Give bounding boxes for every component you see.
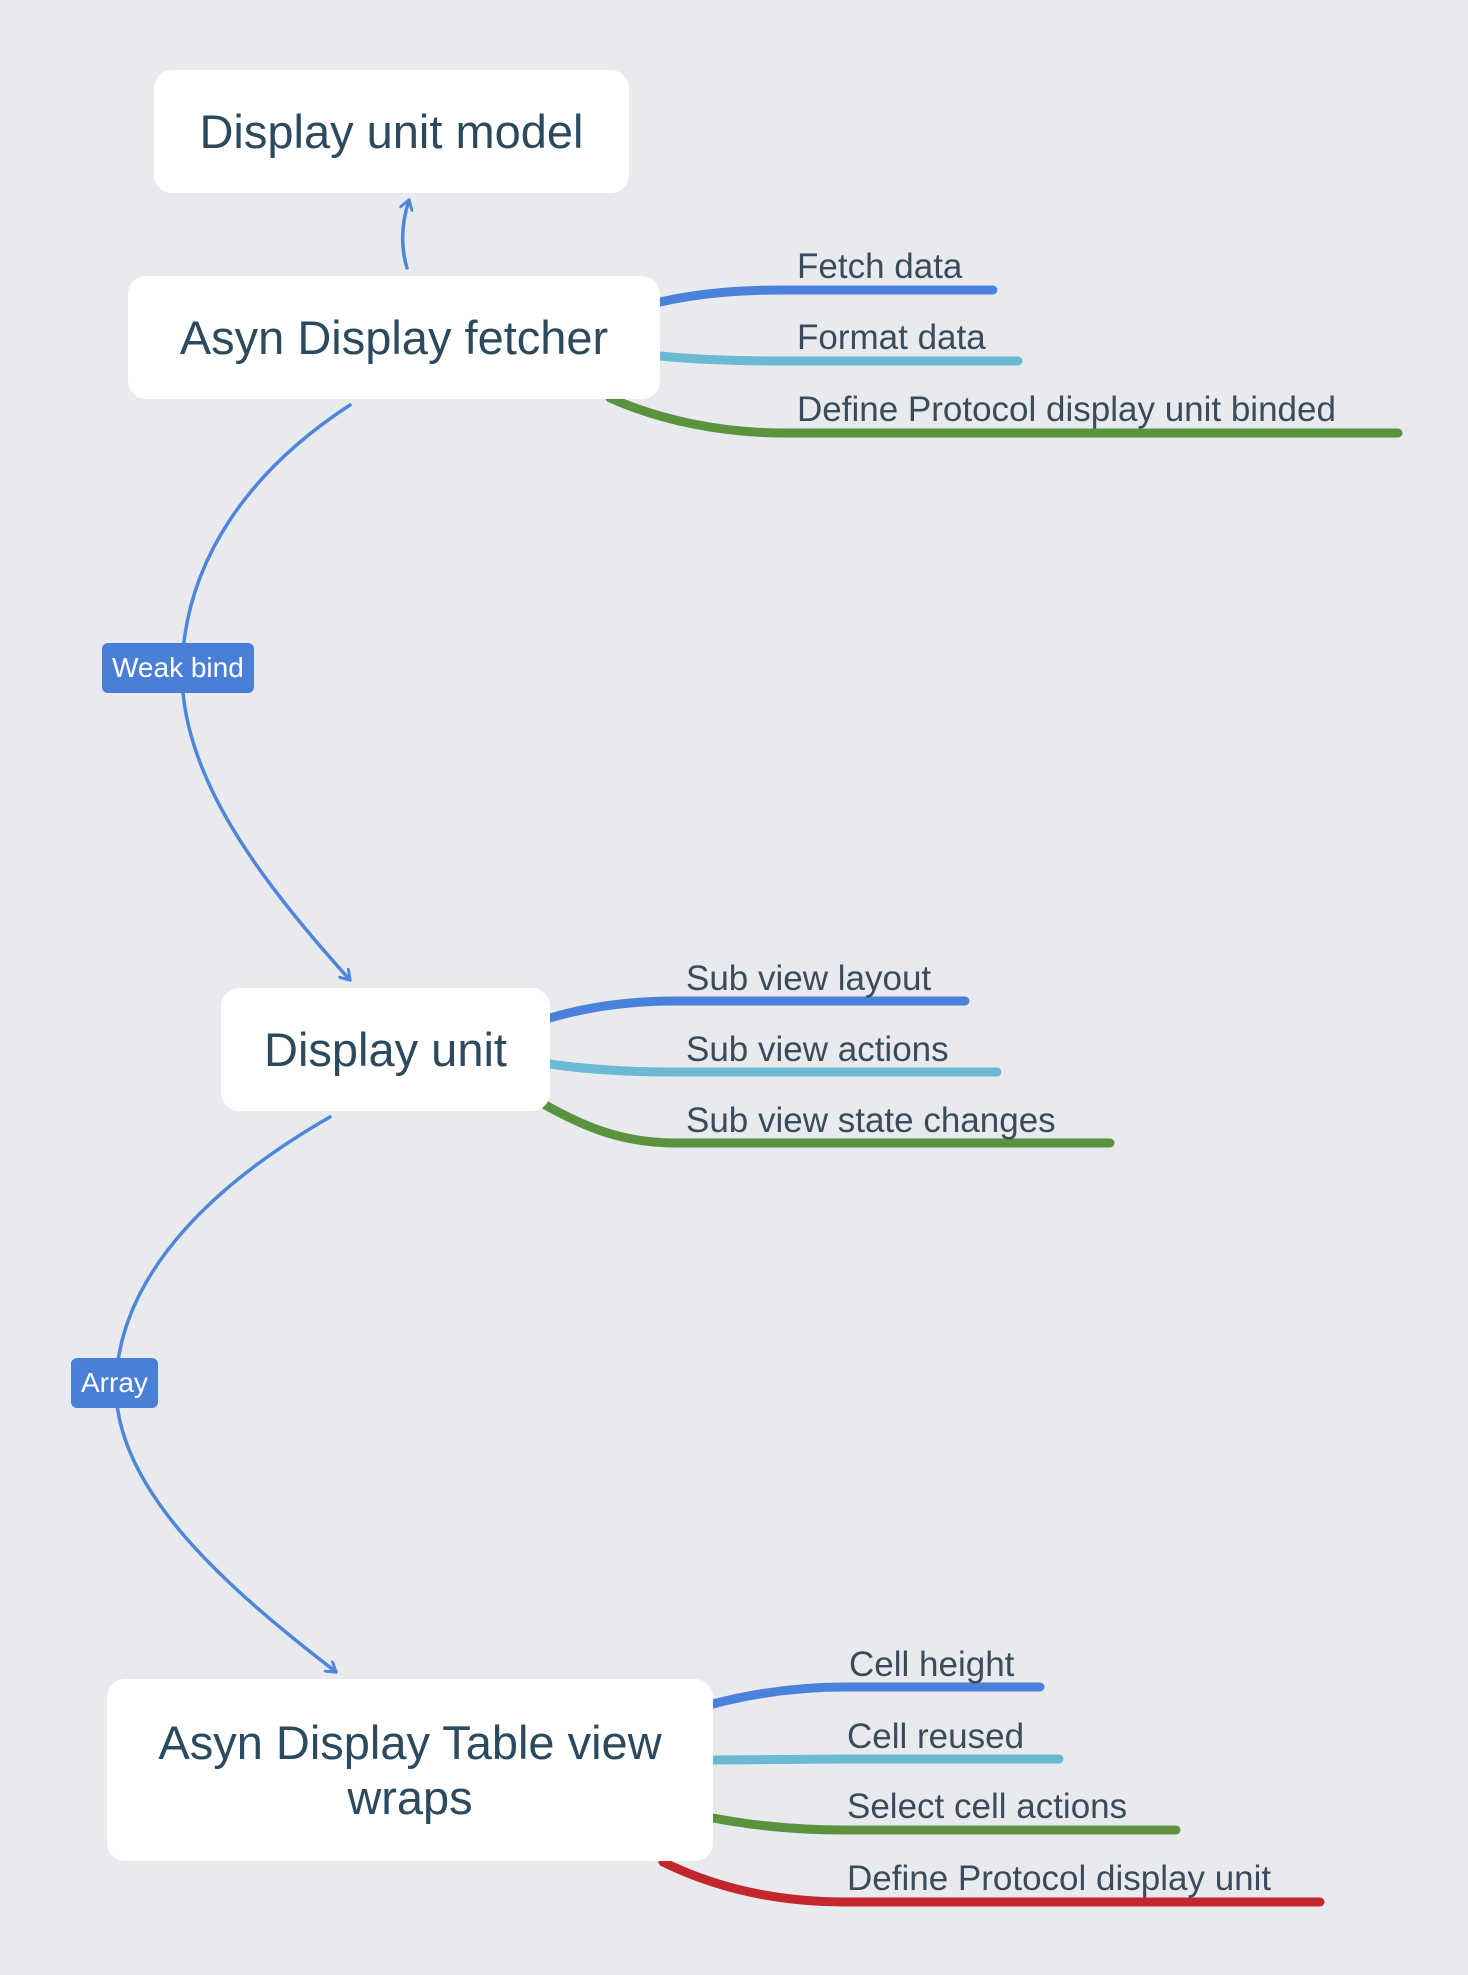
branch-fetch-data[interactable]: Fetch data (797, 247, 963, 286)
branch-cell-reused[interactable]: Cell reused (847, 1717, 1025, 1756)
branch-line-cell-reused (708, 1754, 1064, 1765)
array-connector (114, 1115, 332, 1385)
branch-line-sub-view-layout (545, 996, 970, 1023)
branch-line-select-cell-actions (708, 1813, 1181, 1835)
branch-define-protocol[interactable]: Define Protocol display unit (847, 1859, 1272, 1898)
fetcher-to-model-connector (403, 198, 409, 270)
node-asyn-display-table-view-wraps-label: Asyn Display Table view wraps (158, 1715, 662, 1824)
branch-line-define-protocol (658, 1857, 1325, 1907)
weak-bind-connector (180, 403, 352, 670)
node-display-unit-label: Display unit (264, 1022, 507, 1076)
weak-bind-badge: Weak bind (102, 643, 254, 693)
node-asyn-display-table-view-wraps[interactable]: Asyn Display Table view wraps (107, 1679, 713, 1861)
node-asyn-display-fetcher-label: Asyn Display fetcher (179, 310, 609, 364)
weak-bind-badge-text: Weak bind (112, 652, 244, 683)
branch-cell-height[interactable]: Cell height (849, 1645, 1015, 1684)
branch-define-protocol-binded[interactable]: Define Protocol display unit binded (797, 390, 1336, 429)
branch-format-data[interactable]: Format data (797, 318, 986, 357)
branch-select-cell-actions[interactable]: Select cell actions (847, 1787, 1128, 1826)
branch-line-cell-height (708, 1682, 1045, 1709)
node-asyn-display-fetcher[interactable]: Asyn Display fetcher (128, 276, 660, 399)
branch-line-sub-view-actions (545, 1059, 1002, 1077)
array-connector-lower (114, 1381, 338, 1674)
branch-sub-view-layout[interactable]: Sub view layout (686, 959, 932, 998)
node-display-unit[interactable]: Display unit (221, 988, 550, 1111)
array-badge-text: Array (81, 1367, 148, 1398)
branch-line-sub-view-state-changes (535, 1097, 1115, 1148)
weak-bind-connector-lower (180, 666, 352, 982)
array-badge: Array (71, 1358, 158, 1408)
branch-sub-view-actions[interactable]: Sub view actions (686, 1030, 949, 1069)
branch-line-fetch-data (655, 285, 998, 307)
branch-line-define-protocol-binded (605, 393, 1403, 438)
node-display-unit-model[interactable]: Display unit model (154, 70, 629, 193)
branch-sub-view-state-changes[interactable]: Sub view state changes (686, 1101, 1056, 1140)
branch-line-format-data (655, 351, 1023, 366)
node-display-unit-model-label: Display unit model (199, 104, 584, 158)
